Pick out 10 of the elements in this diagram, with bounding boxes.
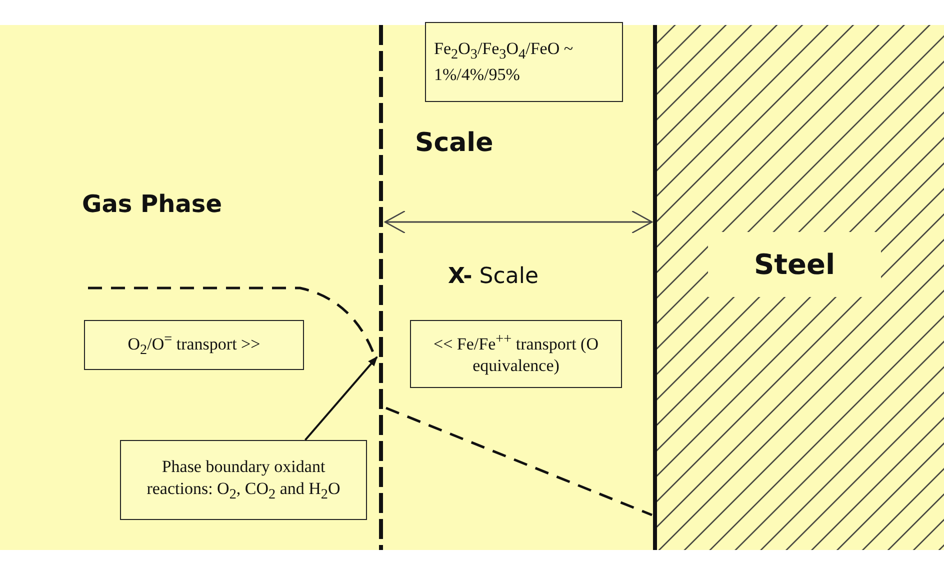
reaction-box: Phase boundary oxidant reactions: O$_{2}$, CO$_{2}$ and H$_{2}$O <box>120 440 367 520</box>
composition-box: Fe$_{2}$O$_{3}$/Fe$_{3}$O$_{4}$/FeO ~ 1%/4%/95% <box>425 22 623 102</box>
transport-box: O$_{2}$/O$^{=}$ transport >> <box>84 320 304 370</box>
leader-arrow <box>304 356 378 441</box>
thickness-label: X- Scale <box>448 264 538 289</box>
phase-boundary-line <box>377 25 385 550</box>
region-label: Steel <box>708 232 882 297</box>
transport-box: << Fe/Fe$^{++}$ transport (O equivalence) <box>410 320 622 388</box>
region-label: Scale <box>415 128 494 158</box>
region-label: Gas Phase <box>82 190 222 218</box>
